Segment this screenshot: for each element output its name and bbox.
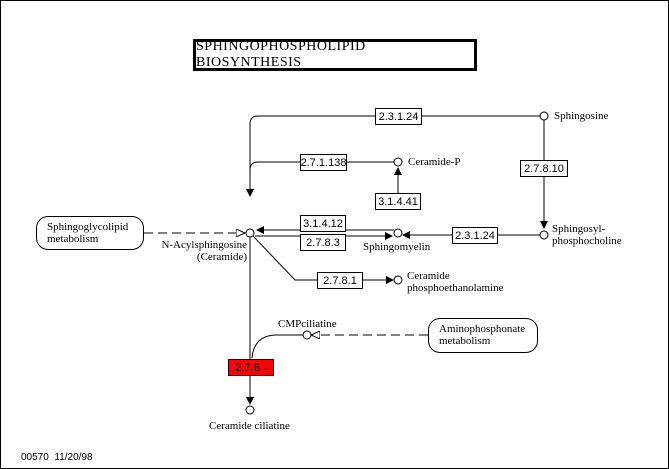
compound-label-ceramide-line1: N-Acylsphingosine: [161, 239, 247, 251]
compound-label-sphingosine: Sphingosine: [554, 110, 609, 122]
compound-label-sphingosylphosphocholine: Sphingosyl- phosphocholine: [552, 223, 622, 247]
map-link-sphingoglycolipid-metabolism[interactable]: Sphingoglycolipid metabolism: [36, 216, 144, 250]
compound-label-ceramide-ciliatine: Ceramide ciliatine: [209, 420, 290, 432]
enzyme-2-7-8-dash[interactable]: 2.7.8.-: [228, 359, 274, 376]
map-id: 00570: [21, 452, 49, 463]
compound-node-ceramide-p[interactable]: [393, 157, 403, 167]
enzyme-2-7-8-10[interactable]: 2.7.8.10: [520, 160, 568, 177]
compound-node-sphingosylphosphocholine[interactable]: [539, 230, 549, 240]
compound-label-ceramide-p: Ceramide-P: [408, 156, 461, 168]
compound-label-ceramide-line2: (Ceramide): [196, 251, 247, 263]
enzyme-2-7-8-1[interactable]: 2.7.8.1: [317, 272, 363, 289]
edge-cmpciliatine-to-reaction: [251, 334, 303, 359]
map-date: 11/20/98: [54, 452, 93, 463]
compound-node-sphingosine[interactable]: [539, 111, 549, 121]
compound-label-sphingomyelin: Sphingomyelin: [363, 241, 431, 253]
compound-node-cmpciliatine[interactable]: [302, 330, 312, 340]
enzyme-2-3-1-24-mid[interactable]: 2.3.1.24: [452, 227, 498, 244]
edge-sphingosine-to-ceramide: [246, 115, 540, 197]
pathway-title: SPHINGOPHOSPHOLIPID BIOSYNTHESIS: [193, 39, 477, 71]
compound-label-sphingosylphosphocholine-line1: Sphingosyl-: [552, 223, 606, 235]
compound-node-ceramide-ciliatine[interactable]: [245, 405, 255, 415]
edge-ceramide-to-ceramide-p: [249, 161, 394, 171]
compound-node-sphingomyelin[interactable]: [393, 228, 403, 238]
compound-label-sphingosylphosphocholine-line2: phosphocholine: [552, 235, 622, 247]
compound-label-ceramide: N-Acylsphingosine (Ceramide): [155, 239, 247, 263]
map-link-aminophosphonate-metabolism[interactable]: Aminophosphonate metabolism: [428, 318, 538, 353]
enzyme-2-3-1-24-top[interactable]: 2.3.1.24: [375, 108, 422, 125]
enzyme-2-7-8-3[interactable]: 2.7.8.3: [300, 234, 346, 251]
map-footer: 00570 11/20/98: [21, 452, 93, 463]
compound-label-ceramide-pe-line2: phosphoethanolamine: [407, 282, 504, 294]
enzyme-2-7-1-138[interactable]: 2.7.1.138: [300, 154, 347, 171]
map-link-sphingoglycolipid-line1: Sphingoglycolipid: [47, 221, 129, 233]
compound-node-ceramide[interactable]: [245, 228, 255, 238]
enzyme-3-1-4-41[interactable]: 3.1.4.41: [375, 193, 421, 210]
compound-label-ceramide-pe: Ceramide phosphoethanolamine: [407, 270, 504, 294]
map-link-sphingoglycolipid-line2: metabolism: [47, 233, 99, 245]
compound-label-cmpciliatine: CMPciliatine: [278, 318, 337, 330]
compound-label-ceramide-pe-line1: Ceramide: [407, 270, 450, 282]
enzyme-3-1-4-12[interactable]: 3.1.4.12: [300, 215, 346, 232]
compound-node-ceramide-pe[interactable]: [393, 275, 403, 285]
map-link-aminophosphonate-line1: Aminophosphonate: [439, 323, 526, 335]
map-link-aminophosphonate-line2: metabolism: [439, 335, 491, 347]
